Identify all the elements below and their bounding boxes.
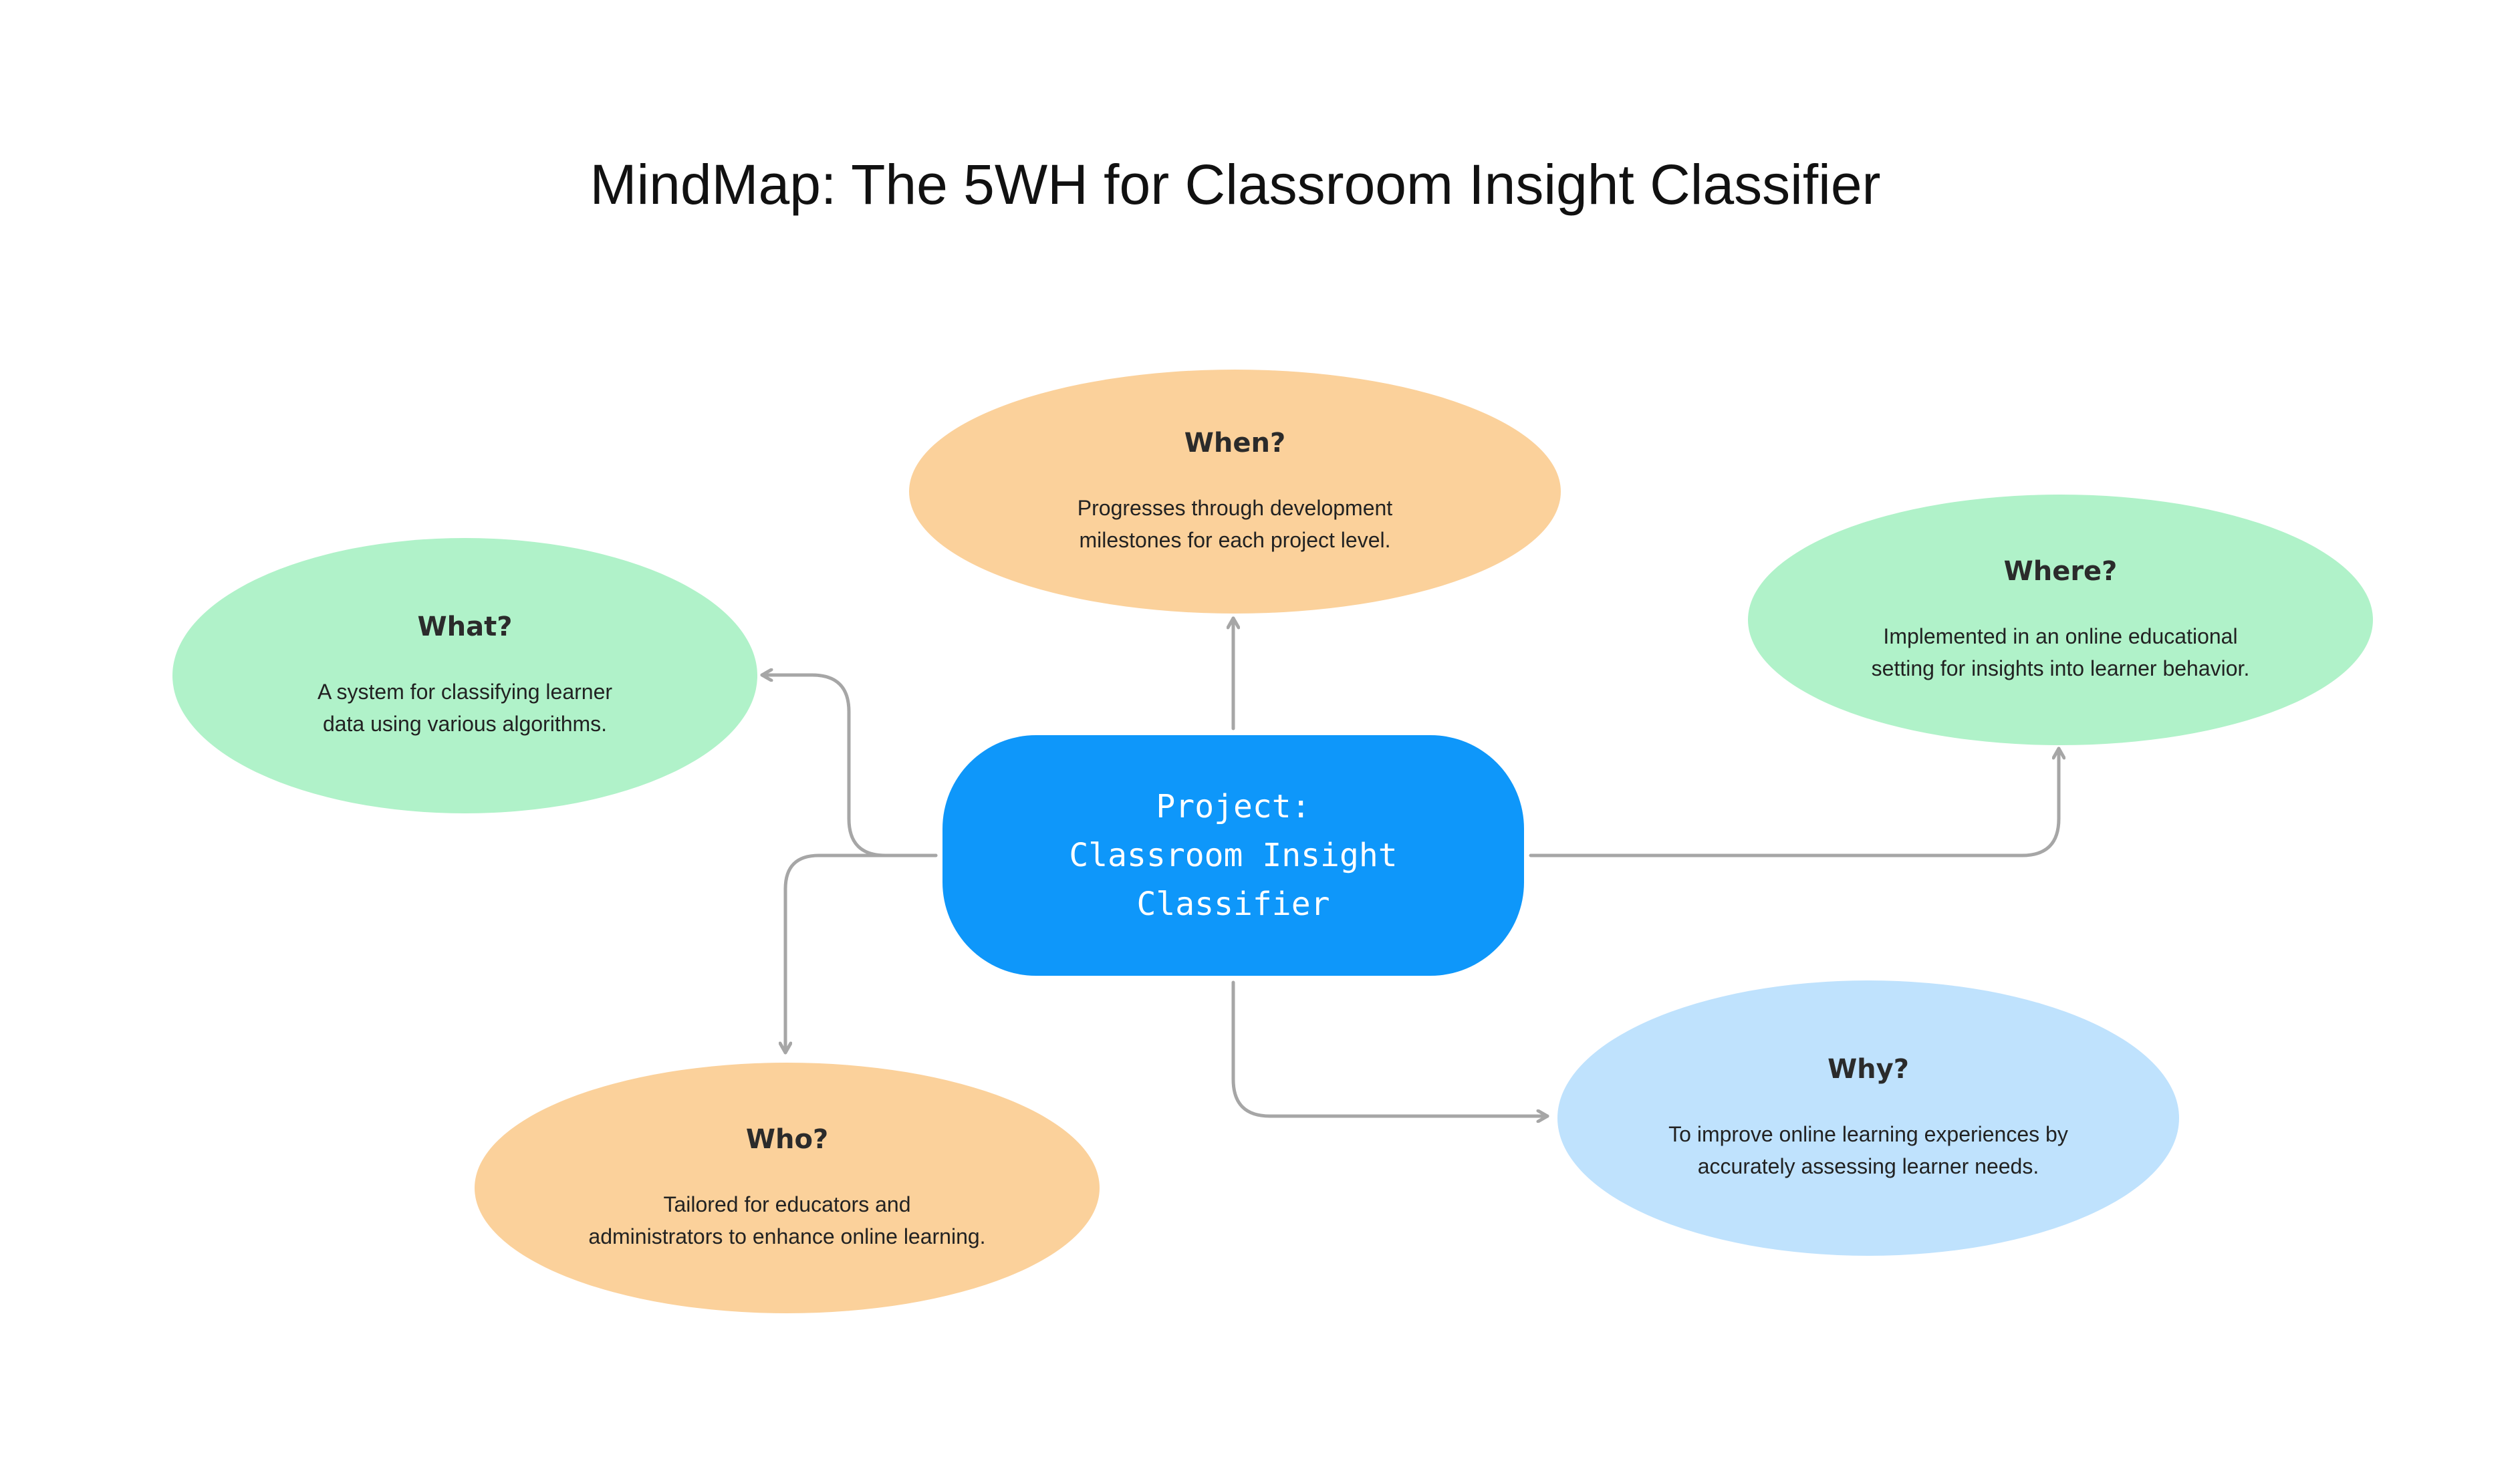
connector-who xyxy=(785,853,938,1055)
connector-why xyxy=(1231,980,1549,1116)
node-where: Where? Implemented in an online educatio… xyxy=(1748,495,2373,745)
node-who-text: Tailored for educators and administrator… xyxy=(588,1192,986,1248)
node-what-title: What? xyxy=(417,612,513,642)
node-where-text: Implemented in an online educational set… xyxy=(1871,624,2250,680)
central-project-label: Project: Classroom Insight Classifier xyxy=(1069,787,1398,923)
node-when-title: When? xyxy=(1184,427,1286,458)
node-when: When? Progresses through development mil… xyxy=(909,370,1561,614)
node-what: What? A system for classifying learner d… xyxy=(172,538,757,813)
node-who: Who? Tailored for educators and administ… xyxy=(475,1063,1100,1313)
node-when-text: Progresses through development milestone… xyxy=(1077,495,1393,552)
page-title: MindMap: The 5WH for Classroom Insight C… xyxy=(590,153,1881,216)
node-what-text: A system for classifying learner data us… xyxy=(317,680,613,736)
central-project-node: Project: Classroom Insight Classifier xyxy=(942,735,1524,976)
node-why: Why? To improve online learning experien… xyxy=(1557,980,2179,1256)
node-why-text: To improve online learning experiences b… xyxy=(1668,1122,2068,1178)
connector-where xyxy=(1529,747,2059,857)
connector-what xyxy=(760,675,938,857)
node-where-title: Where? xyxy=(2003,555,2118,587)
node-why-title: Why? xyxy=(1828,1054,1909,1085)
node-who-title: Who? xyxy=(745,1123,829,1155)
